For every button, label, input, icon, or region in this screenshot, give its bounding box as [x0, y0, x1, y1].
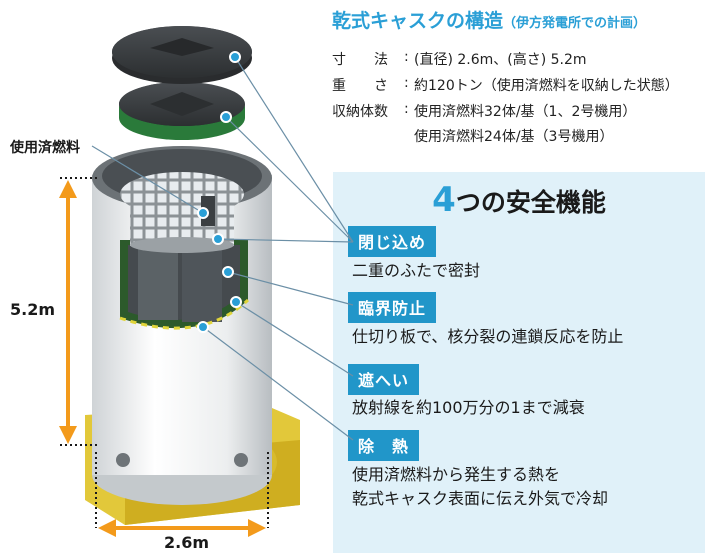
diameter-dimension	[95, 452, 269, 537]
callout-dot	[222, 266, 234, 278]
heading-number: 4	[432, 180, 456, 220]
spec-key: 寸 法	[332, 52, 388, 68]
arrow-up-icon	[59, 180, 77, 198]
spec-key: 収納体数	[332, 104, 388, 120]
bolt-icon	[116, 453, 130, 467]
secondary-lid	[119, 82, 245, 140]
height-dimension	[59, 177, 100, 446]
primary-lid	[112, 26, 252, 84]
arrow-right-icon	[248, 519, 266, 537]
function-desc-shielding: 放射線を約100万分の1まで減衰	[352, 398, 585, 417]
heading-text: つの安全機能	[455, 188, 606, 217]
spec-row-weight: 重 さ : 約120トン（使用済燃料を収納した状態）	[332, 75, 702, 95]
bolt-icon	[234, 453, 248, 467]
spec-separator: :	[404, 49, 409, 65]
panel-heading: 4つの安全機能	[333, 180, 705, 220]
function-tag-criticality: 臨界防止	[348, 292, 437, 323]
spec-value: 使用済燃料24体/基（3号機用）	[414, 129, 614, 145]
function-tag-heat-removal: 除 熱	[348, 430, 420, 461]
callout-dots	[197, 51, 242, 333]
diameter-label: 2.6m	[164, 533, 210, 552]
function-tag-containment: 閉じ込め	[348, 226, 437, 257]
spec-row-size: 寸 法 : (直径) 2.6m、(高さ) 5.2m	[332, 49, 702, 69]
arrow-down-icon	[59, 426, 77, 444]
title-main2: 構造	[465, 10, 504, 32]
function-desc-heat-removal-2: 乾式キャスク表面に伝え外気で冷却	[352, 489, 609, 508]
function-tag-shielding: 遮へい	[348, 364, 420, 395]
spec-key: 重 さ	[332, 78, 388, 94]
title-main: 乾式キャスク	[332, 10, 447, 32]
function-desc-containment: 二重のふたで密封	[352, 261, 481, 280]
spec-row-capacity-unit3: 使用済燃料24体/基（3号機用）	[332, 126, 702, 146]
spec-value: 使用済燃料32体/基（1、2号機用）	[414, 104, 637, 120]
function-desc-criticality: 仕切り板で、核分裂の連鎖反応を防止	[352, 327, 624, 346]
spec-separator: :	[404, 101, 409, 117]
title-sub: （伊方発電所での計画）	[503, 16, 647, 31]
title-mid: の	[446, 10, 466, 32]
callout-dot	[212, 233, 224, 245]
callout-dot	[230, 296, 242, 308]
callout-dot	[229, 51, 241, 63]
spec-value: (直径) 2.6m、(高さ) 5.2m	[414, 52, 587, 68]
spec-value: 約120トン（使用済燃料を収納した状態）	[414, 78, 679, 94]
callout-dot	[197, 207, 209, 219]
callout-dot	[220, 111, 232, 123]
fuel-label: 使用済燃料	[10, 140, 80, 156]
spec-separator: :	[404, 75, 409, 91]
spec-row-capacity: 収納体数 : 使用済燃料32体/基（1、2号機用）	[332, 101, 702, 121]
leader-lines	[91, 56, 354, 441]
function-desc-heat-removal-1: 使用済燃料から発生する熱を	[352, 465, 561, 484]
callout-dot	[197, 321, 209, 333]
cask-cutaway	[119, 240, 250, 330]
arrow-left-icon	[98, 519, 116, 537]
diagram-title: 乾式キャスクの構造（伊方発電所での計画）	[332, 6, 702, 33]
height-label: 5.2m	[10, 300, 56, 319]
